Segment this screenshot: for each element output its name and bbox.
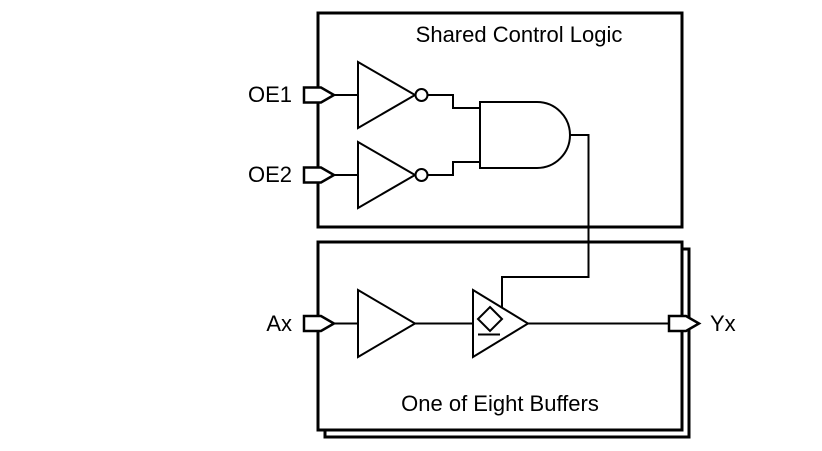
shared-control-logic-title: Shared Control Logic xyxy=(416,22,623,47)
oe2-inverter-gate xyxy=(357,140,417,210)
and-output-enable-wire xyxy=(501,134,590,308)
oe1-inverter-gate xyxy=(357,60,417,130)
oe2-inverter-to-and-wire xyxy=(427,161,480,176)
oe2-inverter-bubble-icon xyxy=(414,168,429,182)
buffer-box-title: One of Eight Buffers xyxy=(401,391,599,416)
oe2-label: OE2 xyxy=(248,162,292,187)
tristate-buffer-gate xyxy=(472,288,530,359)
yx-label: Yx xyxy=(710,311,736,336)
oe2-pin-icon xyxy=(302,166,337,184)
and-gate xyxy=(479,101,571,169)
yx-pin-icon xyxy=(667,314,702,333)
open-drain-diamond-icon xyxy=(476,305,504,333)
oe1-inverter-to-and-wire xyxy=(427,94,480,109)
buffer-gate xyxy=(357,288,417,359)
ax-label: Ax xyxy=(266,311,292,336)
oe1-pin-icon xyxy=(302,86,337,104)
ax-pin-icon xyxy=(302,314,337,333)
oe1-inverter-bubble-icon xyxy=(414,88,429,102)
oe1-label: OE1 xyxy=(248,82,292,107)
